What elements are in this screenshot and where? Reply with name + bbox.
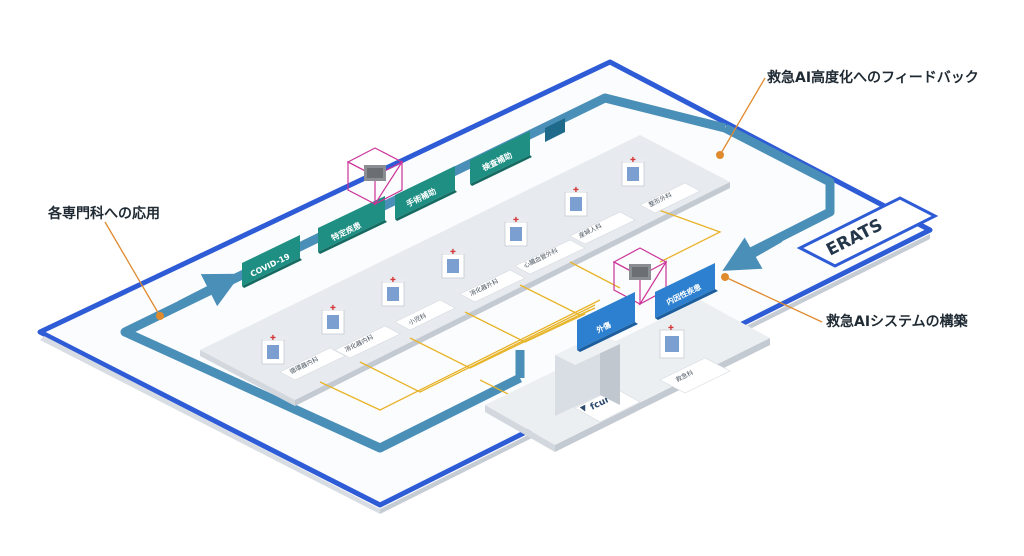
department-shinzo: ✚ 心臓血管外科 <box>504 216 586 275</box>
department-shonika: ✚ 小児科 <box>381 276 456 331</box>
ai-chip-icon <box>612 247 668 306</box>
department-sanfujinka: ✚ 産婦人科 <box>564 186 636 245</box>
arrow-icon <box>722 234 783 271</box>
callout-lines <box>104 77 823 323</box>
ai-chip-icon <box>346 147 404 206</box>
svg-text:✚: ✚ <box>330 304 336 312</box>
callout-system-build: 救急AIシステムの構築 <box>826 313 969 330</box>
feedback-loop <box>120 93 835 453</box>
category-panels: COVID-19 特定疾患 手術補助 検査補助 <box>242 118 565 288</box>
svg-text:✚: ✚ <box>630 156 636 164</box>
callout-feedback: 救急AI高度化へのフィードバック <box>767 69 979 86</box>
category-covid: COVID-19 <box>242 235 302 288</box>
svg-text:✚: ✚ <box>450 248 456 256</box>
callout-application: 各専門科への応用 <box>47 205 160 222</box>
category-kensa: 検査補助 <box>470 131 532 186</box>
central-building: 外傷 内因性疾患 <box>555 263 718 416</box>
svg-text:✚: ✚ <box>513 216 519 224</box>
loop-cover-panel <box>545 118 565 142</box>
fcuro-logo: ▼ <box>579 403 589 414</box>
svg-text:✚: ✚ <box>573 186 579 194</box>
category-shujutsu: 手術補助 <box>395 166 457 221</box>
svg-text:✚: ✚ <box>390 276 396 284</box>
arrow-icon <box>177 273 242 310</box>
department-shokaki-naika: ✚ 消化器内科 <box>321 304 401 359</box>
category-tokutei: 特定疾患 <box>318 196 387 254</box>
kyukyu-tile <box>659 357 731 394</box>
svg-text:✚: ✚ <box>270 334 276 342</box>
svg-text:✚: ✚ <box>668 324 674 332</box>
